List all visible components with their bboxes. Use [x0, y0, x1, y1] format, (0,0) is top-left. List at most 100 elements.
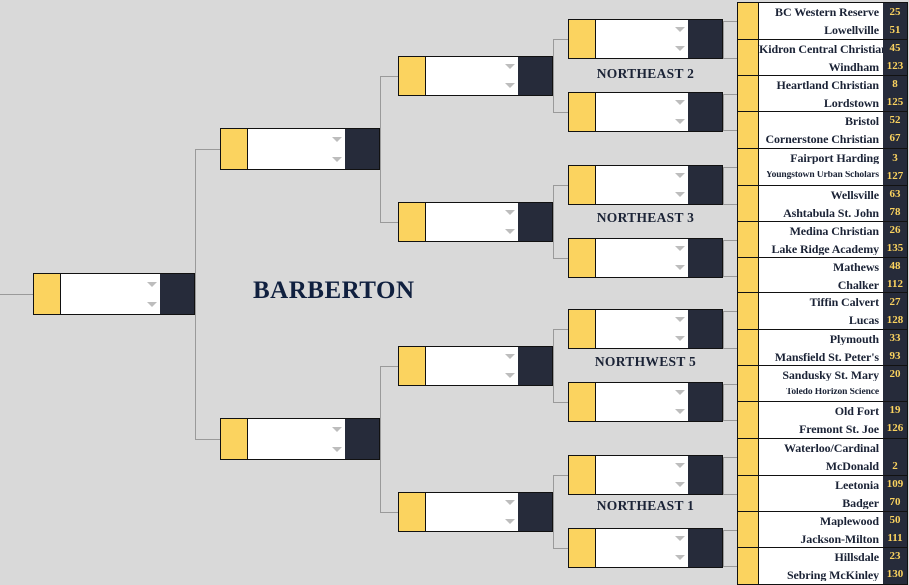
chevron-down-icon	[675, 390, 685, 395]
slot-team-row[interactable]	[426, 57, 518, 76]
slot-team-row[interactable]	[596, 529, 688, 548]
slot-team-row[interactable]	[248, 419, 345, 439]
slot-team-row[interactable]	[596, 402, 688, 421]
chevron-down-icon	[675, 317, 685, 322]
slot-team-row[interactable]	[426, 366, 518, 385]
chevron-down-icon	[332, 446, 342, 452]
connector-line	[553, 548, 568, 549]
slot-rows	[596, 456, 688, 494]
team-name: Lowellville	[824, 24, 879, 36]
slot-team-row[interactable]	[596, 93, 688, 112]
team-name: Chalker	[837, 278, 879, 291]
slot-rows	[248, 129, 345, 169]
slot-team-row[interactable]	[596, 329, 688, 348]
slot-team-row[interactable]	[426, 76, 518, 95]
championship-slot	[33, 273, 195, 315]
slot-team-row[interactable]	[596, 185, 688, 204]
team-score: 93	[883, 347, 907, 366]
team-row[interactable]: Toledo Horizon Science	[759, 383, 907, 402]
slot-accent-bar	[399, 493, 426, 531]
slot-team-row[interactable]	[596, 310, 688, 329]
team-name: Fremont St. Joe	[799, 422, 879, 435]
slot-team-row[interactable]	[596, 20, 688, 39]
slot-team-row[interactable]	[248, 439, 345, 459]
team-name: Cornerstone Christian	[765, 132, 879, 145]
matchup-accent-bar	[738, 329, 759, 366]
connector-line	[195, 149, 196, 440]
slot-team-row[interactable]	[426, 347, 518, 366]
matchup-accent-bar	[738, 111, 759, 148]
advance-slot-r2-4	[568, 238, 723, 278]
team-score	[883, 383, 907, 402]
slot-team-row[interactable]	[596, 456, 688, 475]
team-row[interactable]: Waterloo/Cardinal	[759, 439, 907, 457]
chevron-down-icon	[675, 100, 685, 105]
connector-line	[723, 530, 737, 531]
team-name: BC Western Reserve	[775, 6, 879, 18]
slot-team-row[interactable]	[248, 129, 345, 149]
slot-endcap	[518, 493, 552, 531]
slot-team-row[interactable]	[596, 239, 688, 258]
slot-endcap	[688, 456, 722, 494]
slot-team-row[interactable]	[426, 203, 518, 222]
connector-line	[195, 439, 220, 440]
team-score: 128	[883, 311, 907, 329]
slot-team-row[interactable]	[426, 493, 518, 512]
team-name: Lake Ridge Academy	[771, 242, 879, 255]
slot-team-row[interactable]	[248, 149, 345, 169]
team-row[interactable]: Chalker 112	[759, 275, 907, 294]
slot-team-row[interactable]	[426, 512, 518, 531]
slot-accent-bar	[569, 239, 596, 277]
slot-rows	[426, 347, 518, 385]
chevron-down-icon	[332, 426, 342, 432]
slot-accent-bar	[569, 20, 596, 58]
slot-team-row[interactable]	[61, 294, 160, 314]
chevron-down-icon	[675, 409, 685, 414]
slot-team-row[interactable]	[596, 383, 688, 402]
slot-team-row[interactable]	[61, 274, 160, 294]
team-score: 112	[883, 275, 907, 294]
slot-team-row[interactable]	[596, 475, 688, 494]
slot-team-row[interactable]	[596, 39, 688, 58]
slot-team-row[interactable]	[596, 166, 688, 185]
slot-team-row[interactable]	[596, 258, 688, 277]
slot-team-row[interactable]	[426, 222, 518, 241]
slot-team-row[interactable]	[596, 548, 688, 567]
team-score	[883, 439, 907, 457]
slot-team-row[interactable]	[596, 112, 688, 131]
team-score: 19	[883, 401, 907, 420]
